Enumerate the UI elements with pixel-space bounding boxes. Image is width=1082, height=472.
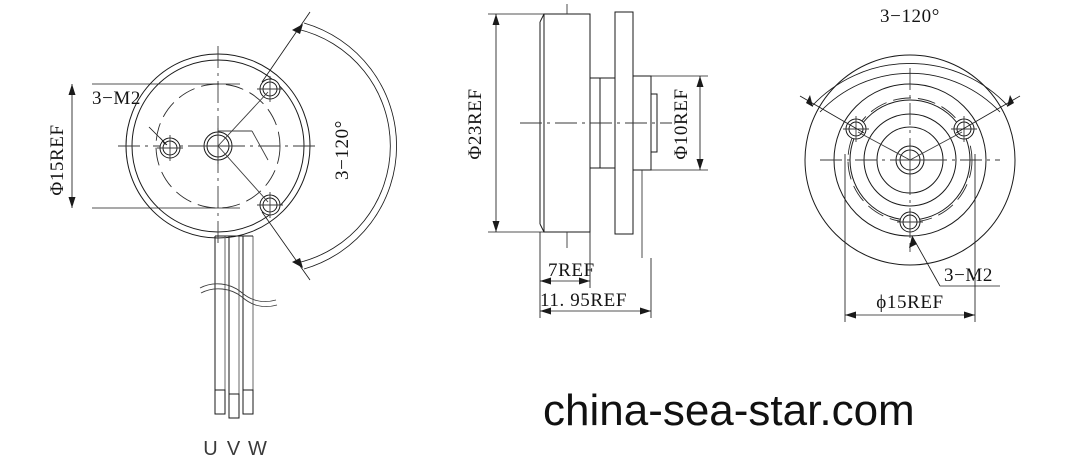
middle-view-group — [488, 4, 708, 318]
right-m2-arrowhead — [909, 236, 917, 248]
middle-label-shaft-diameter: Φ10REF — [671, 88, 692, 159]
middle-shaft-tip — [650, 93, 658, 153]
middle-arrow-bottom — [492, 221, 500, 232]
lead-label-w: W — [248, 438, 268, 460]
terminal-v — [228, 393, 240, 419]
right-dim-thread-leader — [909, 235, 1000, 287]
middle-7ref-arrow-left — [540, 277, 551, 285]
right-angle-arrow-left — [806, 95, 813, 107]
right-angle-arrow-right — [1007, 95, 1014, 107]
right-radial-left — [857, 131, 911, 161]
middle-overall-arrow-right — [640, 307, 651, 315]
left-dim-angle — [261, 11, 397, 281]
middle-overall-arrow-left — [540, 307, 551, 315]
right-arrow-right — [964, 311, 975, 319]
middle-chamfer-top — [539, 13, 545, 23]
right-label-thread: 3−M2 — [944, 265, 993, 286]
left-radial-lower — [217, 145, 269, 203]
left-angle-arrow-upper — [292, 24, 303, 34]
middle-dim-body-length — [539, 232, 591, 288]
right-angle-arc-outer — [811, 63, 1009, 107]
left-angle-arc-outer — [303, 22, 397, 270]
site-watermark: china-sea-star.com — [543, 386, 915, 435]
left-m2-arrowhead — [158, 137, 167, 145]
middle-label-overall-length: 11. 95REF — [540, 290, 627, 311]
middle-dim-overall-length — [539, 258, 652, 318]
left-arrow-top — [68, 84, 76, 95]
left-view-hole-2 — [257, 76, 283, 102]
left-angle-leg-lower — [261, 211, 311, 281]
middle-dim-body-diameter — [488, 13, 556, 233]
right-arrow-left — [845, 311, 856, 319]
left-label-thread: 3−M2 — [92, 88, 141, 109]
left-radial-upper — [217, 91, 269, 147]
right-outer-circle — [804, 54, 1016, 266]
lead-label-u: U — [203, 438, 218, 460]
left-notch-line-d — [251, 130, 269, 161]
left-view-group — [68, 11, 397, 419]
middle-label-body-length: 7REF — [548, 260, 595, 281]
middle-dim-shaft-diameter — [645, 75, 708, 171]
middle-label-body-diameter: Φ23REF — [465, 88, 486, 159]
middle-7ref-arrow-right — [579, 277, 590, 285]
left-label-angle: 3−120° — [332, 120, 353, 180]
right-m2-leader-diag — [911, 235, 941, 287]
right-radial-right — [909, 131, 963, 161]
right-view-hole-3 — [897, 209, 923, 235]
middle-arrow-top — [492, 14, 500, 25]
left-label-bolt-circle: Φ15REF — [47, 124, 68, 195]
left-view-hole-3 — [257, 192, 283, 218]
left-angle-arrow-lower — [292, 258, 303, 268]
right-label-angle: 3−120° — [880, 6, 940, 27]
terminal-w — [242, 389, 254, 415]
terminal-u — [214, 389, 226, 415]
wire-squiggle-2 — [200, 288, 278, 308]
right-dim-angle — [799, 63, 1021, 134]
wire-squiggle-1 — [199, 283, 277, 303]
middle-chamfer-bottom — [539, 223, 545, 233]
right-angle-arc-inner — [819, 72, 1001, 113]
left-angle-leg-upper — [261, 11, 311, 83]
lead-label-v: V — [227, 438, 241, 460]
left-angle-arc-inner — [296, 28, 391, 264]
right-dim-bolt-circle — [844, 154, 976, 322]
left-arrow-bottom — [68, 197, 76, 208]
middle-shaft-arrow-top — [696, 76, 704, 87]
middle-shaft-arrow-bottom — [696, 159, 704, 170]
right-view-group — [799, 54, 1021, 322]
right-label-bolt-circle: ϕ15REF — [876, 292, 943, 313]
left-dim-bolt-circle — [68, 83, 240, 209]
lead-wires-group — [199, 235, 278, 419]
